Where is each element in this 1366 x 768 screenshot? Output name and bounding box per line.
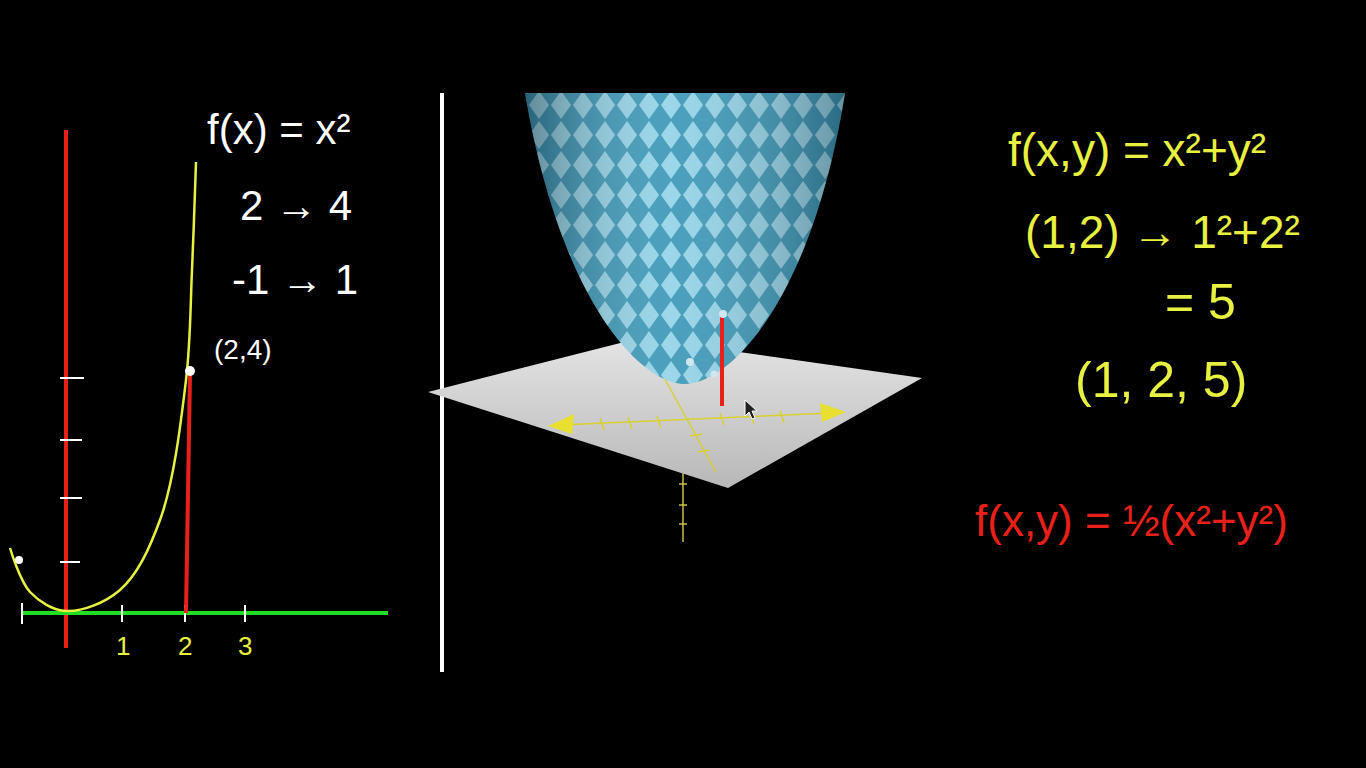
paraboloid-surface bbox=[525, 93, 845, 384]
z-axis bbox=[682, 470, 684, 542]
tick-label: 1 bbox=[116, 632, 130, 662]
z-axis-ticks bbox=[679, 484, 687, 524]
value-bar bbox=[720, 316, 724, 406]
point-marker bbox=[686, 358, 694, 366]
mapping-label: (1,2) → 1²+2² bbox=[1025, 206, 1300, 259]
mapping-label: 2 → 4 bbox=[240, 182, 352, 230]
point-marker bbox=[711, 371, 718, 378]
value-bar bbox=[186, 373, 190, 613]
axis-ticks bbox=[22, 378, 245, 624]
point-marker bbox=[719, 310, 727, 318]
point-marker bbox=[15, 556, 23, 564]
function-label: f(x,y) = ½(x²+y²) bbox=[975, 496, 1288, 547]
y-axis bbox=[64, 130, 68, 648]
axis-arrowhead bbox=[820, 403, 846, 422]
divider bbox=[440, 93, 444, 672]
parabola-curve bbox=[10, 162, 196, 611]
mouse-cursor bbox=[745, 400, 757, 419]
tick-label: 2 bbox=[178, 632, 192, 662]
axis-arrowhead bbox=[548, 414, 574, 434]
point-label: (1, 2, 5) bbox=[1075, 352, 1247, 410]
mapping-label: -1 → 1 bbox=[232, 256, 358, 304]
point-label: (2,4) bbox=[214, 334, 272, 366]
function-label: f(x) = x² bbox=[207, 106, 351, 154]
tick-label: 3 bbox=[238, 632, 252, 662]
paraboloid-shading bbox=[525, 93, 845, 384]
point-marker bbox=[185, 366, 195, 376]
function-label: f(x,y) = x²+y² bbox=[1008, 124, 1266, 177]
result-label: = 5 bbox=[1165, 274, 1236, 332]
